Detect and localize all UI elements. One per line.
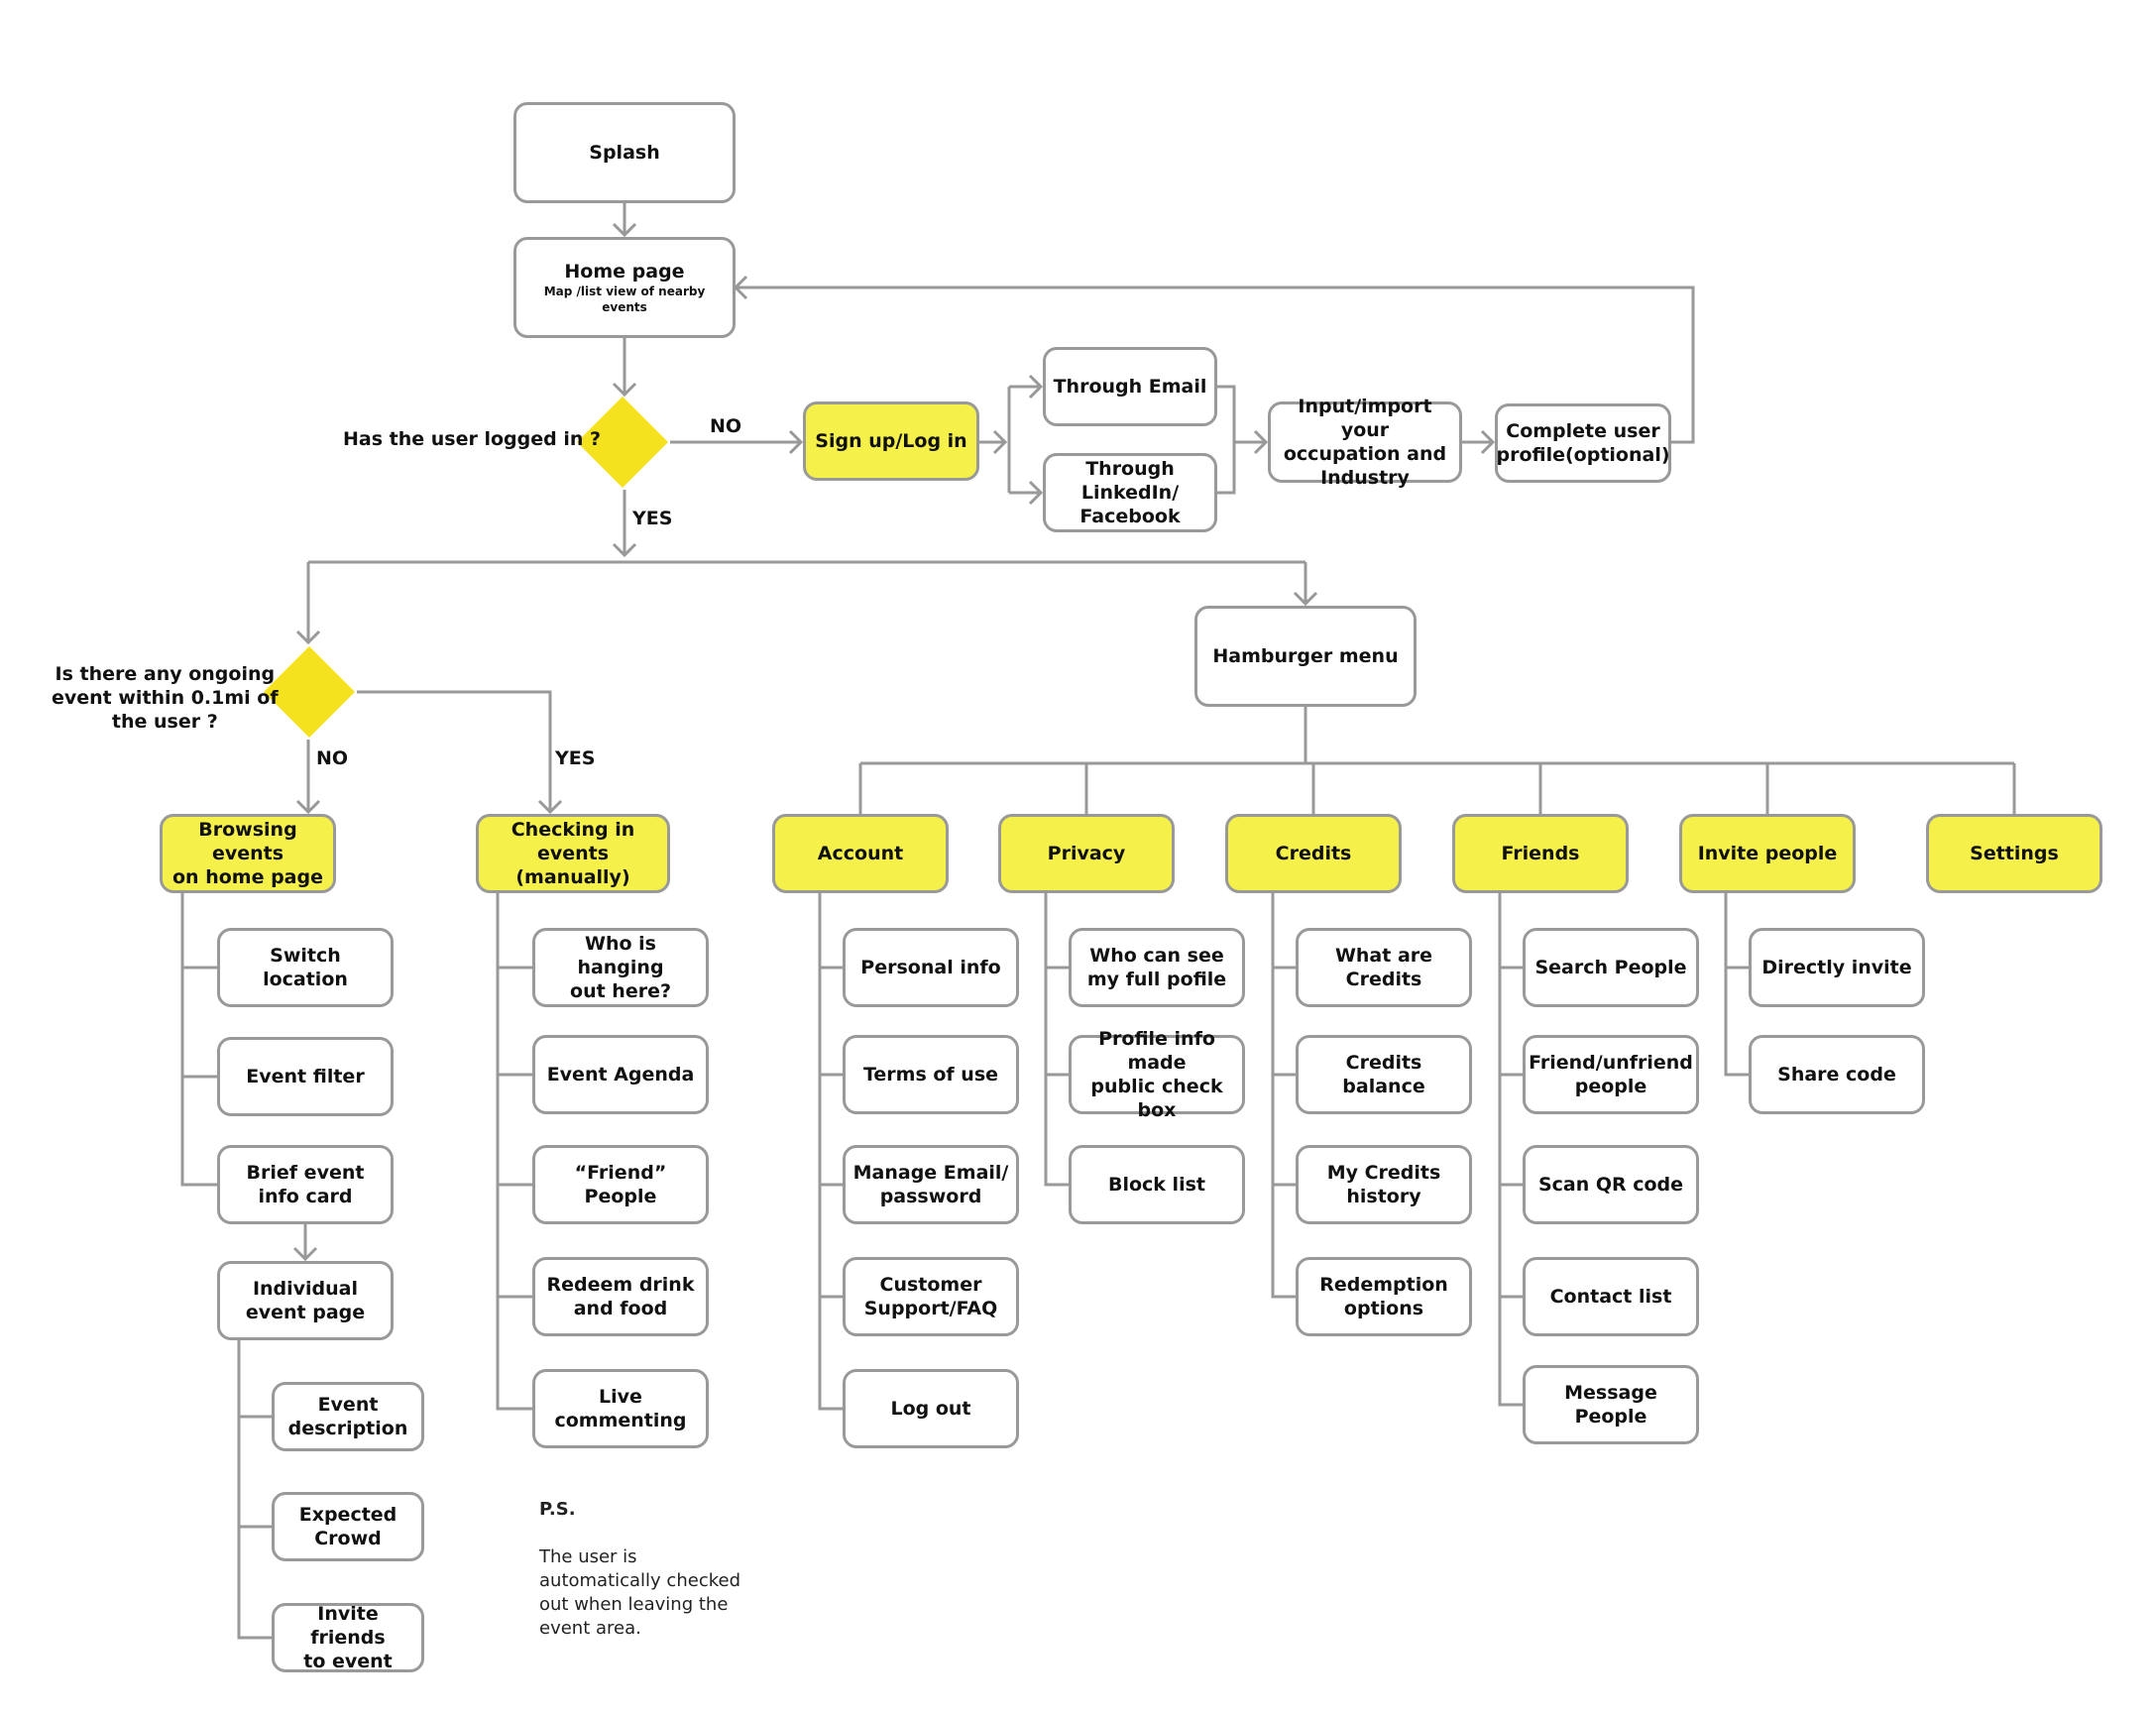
brief-event-card-node: Brief event info card (217, 1145, 394, 1224)
manage-email-node: Manage Email/ password (843, 1145, 1019, 1224)
redemption-options-node: Redemption options (1296, 1257, 1472, 1336)
edge-checking-trunk (496, 893, 532, 1411)
through-linkedin-node: Through LinkedIn/ Facebook (1043, 453, 1217, 532)
arrow-head (1028, 374, 1044, 400)
edge-credits-trunk (1271, 893, 1296, 1299)
customer-support-node: Customer Support/FAQ (843, 1257, 1019, 1336)
arrow-head (733, 275, 748, 300)
splash-node: Splash (513, 102, 736, 203)
arrow-head (612, 382, 637, 398)
friends-node: Friends (1452, 814, 1629, 893)
event-agenda-node: Event Agenda (532, 1035, 709, 1114)
arrow-head (295, 629, 321, 645)
block-list-node: Block list (1069, 1145, 1245, 1224)
edge-privacy-trunk (1044, 893, 1069, 1187)
terms-of-use-node: Terms of use (843, 1035, 1019, 1114)
ps-body: The user is automatically checked out wh… (539, 1546, 740, 1639)
hamburger-menu-node: Hamburger menu (1194, 606, 1417, 707)
credits-balance-node: Credits balance (1296, 1035, 1472, 1114)
browsing-events-node: Browsing events on home page (160, 814, 336, 893)
contact-list-node: Contact list (1523, 1257, 1699, 1336)
account-node: Account (772, 814, 949, 893)
edge-invite-trunk (1724, 893, 1749, 1077)
friend-unfriend-node: Friend/unfriend people (1523, 1035, 1699, 1114)
edge-merge (1217, 385, 1236, 495)
credits-node: Credits (1225, 814, 1402, 893)
label-no-event: NO (316, 747, 349, 769)
arrow-head (537, 799, 563, 815)
credits-history-node: My Credits history (1296, 1145, 1472, 1224)
label-no-login: NO (710, 415, 742, 437)
invite-people-node: Invite people (1679, 814, 1856, 893)
personal-info-node: Personal info (843, 928, 1019, 1007)
individual-event-node: Individual event page (217, 1261, 394, 1340)
directly-invite-node: Directly invite (1749, 928, 1925, 1007)
arrow-head (1293, 591, 1318, 607)
label-yes-login: YES (632, 508, 673, 529)
edge-browsing-trunk (180, 893, 217, 1187)
edge-back-home (736, 286, 1695, 444)
question-nearby-event: Is there any ongoing event within 0.1mi … (52, 663, 279, 733)
arrow-head (1480, 429, 1496, 455)
search-people-node: Search People (1523, 928, 1699, 1007)
what-are-credits-node: What are Credits (1296, 928, 1472, 1007)
who-hanging-node: Who is hanging out here? (532, 928, 709, 1007)
label-yes-event: YES (555, 747, 596, 769)
edge-account-trunk (818, 893, 843, 1411)
message-people-node: Message People (1523, 1365, 1699, 1444)
ps-title: P.S. (539, 1499, 576, 1520)
scan-qr-node: Scan QR code (1523, 1145, 1699, 1224)
home-page-node: Home page Map /list view of nearby event… (513, 237, 736, 338)
event-description-node: Event description (272, 1382, 424, 1451)
privacy-node: Privacy (998, 814, 1175, 893)
live-commenting-node: Live commenting (532, 1369, 709, 1448)
edge-yes-checking (357, 690, 552, 812)
decision-logged-in (577, 397, 668, 488)
home-page-subtitle: Map /list view of nearby events (543, 285, 706, 314)
expected-crowd-node: Expected Crowd (272, 1492, 424, 1561)
input-occupation-node: Input/import your occupation and Industr… (1268, 396, 1462, 489)
edge-individual-trunk (237, 1340, 272, 1640)
checking-in-node: Checking in events (manually) (476, 814, 670, 893)
log-out-node: Log out (843, 1369, 1019, 1448)
friend-people-node: “Friend” People (532, 1145, 709, 1224)
arrow-head (612, 542, 637, 558)
arrow-head (295, 799, 321, 815)
arrow-head (292, 1246, 318, 1262)
decision-nearby-event (264, 646, 355, 738)
arrow-head (992, 429, 1008, 455)
who-can-see-node: Who can see my full pofile (1069, 928, 1245, 1007)
arrow-head (612, 222, 637, 238)
through-email-node: Through Email (1043, 347, 1217, 426)
edge-friends-trunk (1498, 893, 1523, 1407)
home-page-title: Home page (564, 261, 685, 283)
invite-friends-node: Invite friends to event (272, 1603, 424, 1672)
arrow-head (1028, 480, 1044, 506)
event-filter-node: Event filter (217, 1037, 394, 1116)
settings-node: Settings (1926, 814, 2102, 893)
complete-profile-node: Complete user profile(optional) (1495, 403, 1671, 483)
arrow-head (788, 429, 804, 455)
share-code-node: Share code (1749, 1035, 1925, 1114)
switch-location-node: Switch location (217, 928, 394, 1007)
arrow-head (1253, 429, 1269, 455)
redeem-drink-node: Redeem drink and food (532, 1257, 709, 1336)
profile-public-node: Profile info made public check box (1069, 1028, 1245, 1121)
signup-login-node: Sign up/Log in (803, 401, 979, 481)
ps-note: P.S. The user is automatically checked o… (539, 1474, 777, 1641)
question-logged-in: Has the user logged in ? (343, 428, 602, 450)
